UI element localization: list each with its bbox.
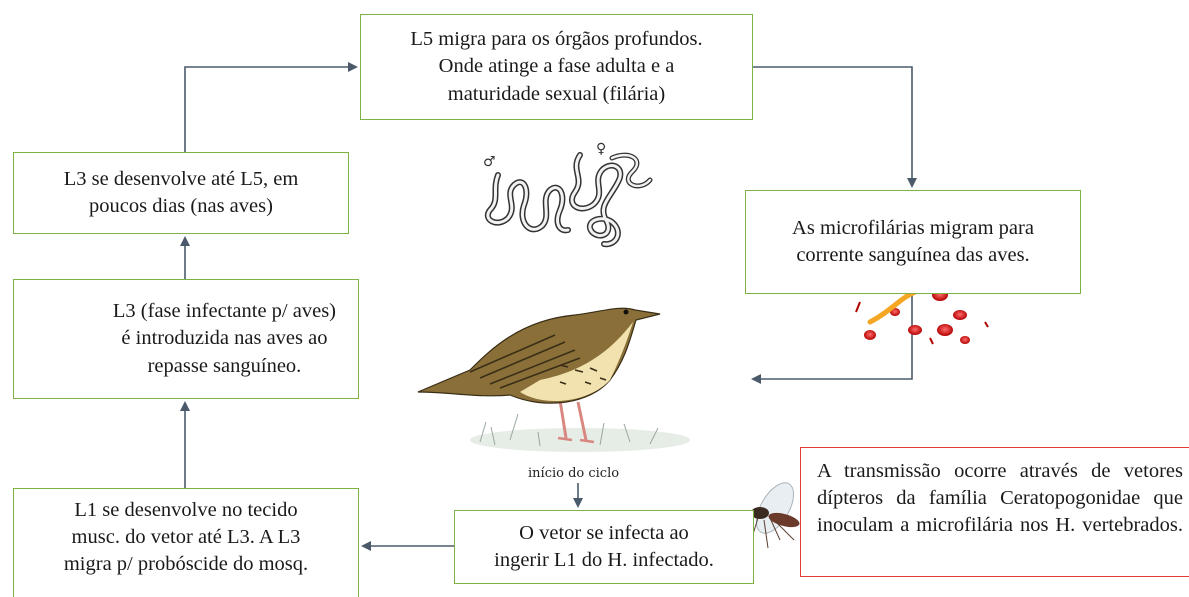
box-microfilarias: As microfilárias migram para corrente sa… bbox=[745, 190, 1081, 294]
male-symbol: ♂ bbox=[483, 154, 496, 170]
box-microfilarias-text: As microfilárias migram para corrente sa… bbox=[792, 216, 1034, 266]
box-vetor-infecta: O vetor se infecta ao ingerir L1 do H. i… bbox=[454, 510, 754, 584]
worms-icon bbox=[485, 152, 653, 248]
box-l1-vector: L1 se desenvolve no tecido musc. do veto… bbox=[13, 488, 359, 597]
box-vetor-infecta-text: O vetor se infecta ao ingerir L1 do H. i… bbox=[494, 521, 714, 571]
female-symbol: ♀ bbox=[596, 141, 606, 157]
arrow-l3l5-to-top bbox=[184, 62, 358, 152]
box-l5-migration: L5 migra para os órgãos profundos. Onde … bbox=[360, 14, 753, 120]
note-transmissao-text: A transmissão ocorre através de vetores … bbox=[817, 460, 1183, 537]
box-l3-infectante-text: L3 (fase infectante p/ aves) é introduzi… bbox=[112, 300, 336, 377]
box-l5-migration-text: L5 migra para os órgãos profundos. Onde … bbox=[410, 28, 703, 105]
arrow-top-to-micro bbox=[753, 66, 917, 188]
note-transmissao: A transmissão ocorre através de vetores … bbox=[800, 447, 1189, 577]
bird-icon bbox=[417, 307, 690, 452]
arrows bbox=[180, 62, 917, 551]
box-l1-vector-text: L1 se desenvolve no tecido musc. do veto… bbox=[63, 499, 309, 576]
box-l3-to-l5-text: L3 se desenvolve até L5, em poucos dias … bbox=[63, 167, 299, 217]
box-l3-to-l5: L3 se desenvolve até L5, em poucos dias … bbox=[13, 152, 349, 234]
arrow-micro-to-bird bbox=[751, 294, 913, 384]
inicio-do-ciclo-label: início do ciclo bbox=[528, 466, 620, 481]
box-l3-infectante: L3 (fase infectante p/ aves) é introduzi… bbox=[13, 279, 359, 399]
